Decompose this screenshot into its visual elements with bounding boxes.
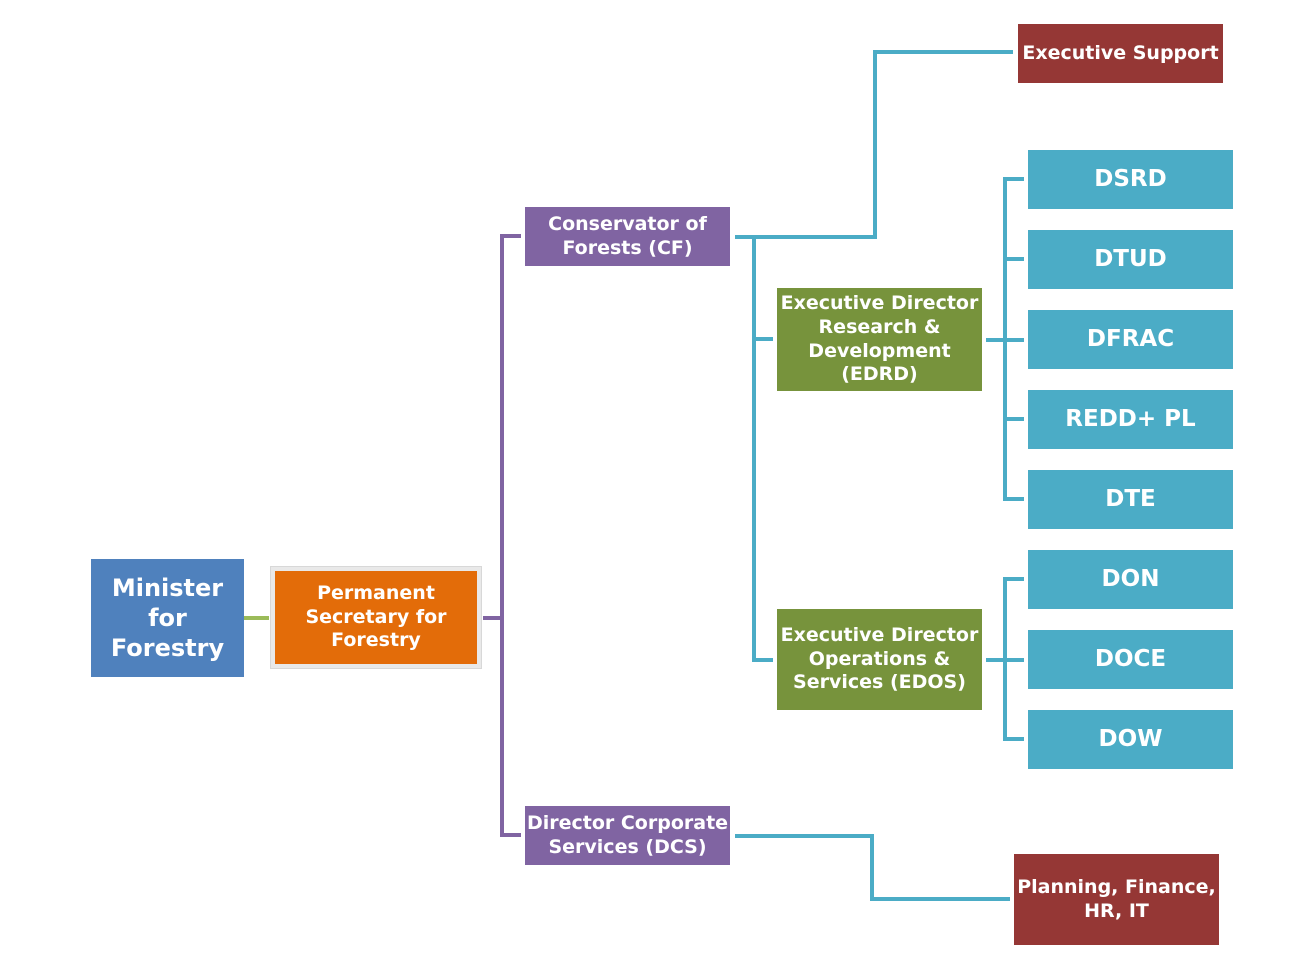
secretary-node: Permanent Secretary for Forestry	[271, 567, 481, 668]
minister-node: Minister for Forestry	[91, 559, 244, 677]
edos-node: Executive Director Operations & Services…	[777, 609, 982, 710]
planning-node: Planning, Finance, HR, IT	[1014, 854, 1219, 945]
dcs-node: Director Corporate Services (DCS)	[525, 806, 730, 865]
dfrac-node: DFRAC	[1028, 310, 1233, 369]
dtud-node: DTUD	[1028, 230, 1233, 289]
connector-secretary-bracket	[483, 234, 521, 837]
redd-pl-node: REDD+ PL	[1028, 390, 1233, 449]
connector-dcs-planning	[735, 834, 1010, 901]
connector-edrd-tree	[986, 177, 1024, 501]
dte-node: DTE	[1028, 470, 1233, 529]
don-node: DON	[1028, 550, 1233, 609]
dsrd-node: DSRD	[1028, 150, 1233, 209]
doce-node: DOCE	[1028, 630, 1233, 689]
dow-node: DOW	[1028, 710, 1233, 769]
conservator-node: Conservator of Forests (CF)	[525, 207, 730, 266]
connector-edos-tree	[986, 577, 1024, 741]
connector-cf-tree	[735, 50, 1013, 662]
executive-support-node: Executive Support	[1018, 24, 1223, 83]
edrd-node: Executive Director Research & Developmen…	[777, 288, 982, 391]
